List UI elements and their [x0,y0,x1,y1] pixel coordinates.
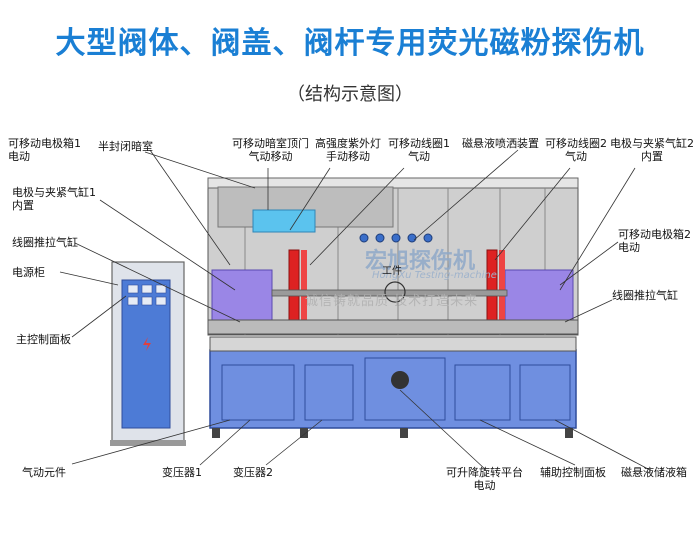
label-spray-device: 磁悬液喷洒装置 [462,137,539,150]
transformer-2-box [304,364,354,421]
coil-left-b [301,250,307,325]
uv-lamp [252,209,316,233]
transformer-1-box [221,364,295,421]
tank-box [519,364,571,421]
label-power-cabinet: 电源柜 [12,266,45,279]
label-dark-room-roof: 可移动暗室顶门 气动移动 [232,137,309,163]
label-coil-cylinder-left: 线圈推拉气缸 [12,236,78,249]
page-title: 大型阀体、阀盖、阀杆专用荧光磁粉探伤机 [55,26,645,61]
aux-panel-box [454,364,511,421]
label-tank: 磁悬液储液箱 [621,466,687,479]
label-movable-box2: 可移动电极箱2 电动 [618,228,691,254]
workpiece-flange [384,281,406,303]
label-semi-dark-room: 半封闭暗室 [98,140,153,153]
platform-box [364,357,446,421]
label-lift-platform: 可升降旋转平台 电动 [446,466,523,492]
workpiece-shaft [271,289,508,297]
coil-right-b [499,250,505,325]
label-main-panel: 主控制面板 [16,333,71,346]
label-coil-cylinder-right: 线圈推拉气缸 [612,289,678,302]
label-movable-box1: 可移动电极箱1 电动 [8,137,81,163]
workpiece-label: 工件 [382,266,402,277]
label-transformer1: 变压器1 [162,466,202,479]
label-movable-coil1: 可移动线圈1 气动 [388,137,450,163]
electrode-box-right [504,269,574,321]
rail [207,319,579,335]
electrode-box-left [211,269,273,321]
watermark-logo: 宏旭探伤机 [365,249,476,274]
coil-right [486,249,498,326]
label-cylinder1: 电极与夹紧气缸1 内置 [12,186,96,212]
label-aux-panel: 辅助控制面板 [540,466,606,479]
label-movable-coil2: 可移动线圈2 气动 [545,137,607,163]
spray-nozzles [359,233,433,243]
label-uv-lamp: 高强度紫外灯 手动移动 [315,137,381,163]
page-subtitle: （结构示意图） [287,84,413,105]
watermark-logo-en: HongXu Testing-machine [372,270,497,281]
label-cylinder2: 电极与夹紧气缸2 内置 [610,137,694,163]
label-pneumatic: 气动元件 [22,466,66,479]
watermark-slogan: 诚信铸就品质 技术打造未来 [305,294,479,309]
label-transformer2: 变压器2 [233,466,273,479]
coil-left [288,249,300,326]
